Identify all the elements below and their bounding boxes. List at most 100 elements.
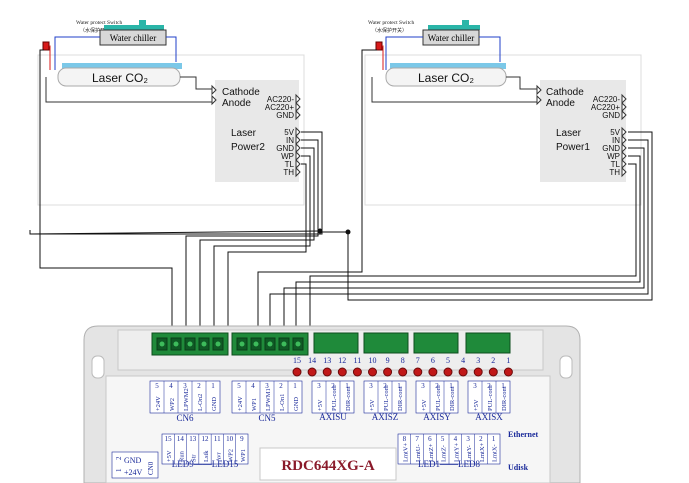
right-power-supply [540, 80, 626, 182]
psu-pin-label: GND [276, 111, 294, 120]
wire-left-bus [29, 230, 321, 235]
led_right-pin-num: 6 [428, 435, 432, 443]
left-psu-name-1: Laser [231, 128, 257, 139]
axisz-label-block [363, 380, 407, 414]
udisk-label: Udisk [508, 463, 529, 472]
cn5-pin-label: +24V [237, 396, 244, 411]
cn6-pin-num: 3 [183, 382, 187, 390]
wire-right-tl [309, 163, 637, 340]
right-laser-system: Water protect Switch （水保护开关） Water chill… [364, 20, 642, 206]
cn5-pin-num: 3 [265, 382, 269, 390]
led_right-pin-num: 5 [441, 435, 445, 443]
cn5-pin-num: 2 [279, 382, 283, 390]
led_left-title: LED9——LED15 [172, 459, 239, 469]
left-cathode-terminal [211, 84, 217, 96]
psu-pin-label: WP [607, 152, 620, 161]
terminal-screw-head [281, 341, 287, 347]
led_right-pin-label: LmtX- [492, 444, 499, 462]
wire-right-wp [257, 49, 377, 340]
axisu-pin-num: 3 [317, 382, 321, 390]
led_right-pin-label: LmtX+ [479, 442, 486, 462]
wire-right-gnd [283, 147, 645, 340]
led_right-pin-label: LmtV+ [402, 442, 409, 462]
cn5-pin-num: 4 [251, 382, 255, 390]
axisz-title: AXISZ [372, 412, 399, 422]
axisu-title: AXISU [319, 412, 347, 422]
psu-terminal [295, 134, 301, 146]
status-led [322, 367, 332, 377]
status-led [443, 367, 453, 377]
left-psu-cathode: Cathode [222, 87, 260, 98]
axisx-label-block [467, 380, 511, 414]
psu-pin-label: IN [612, 136, 620, 145]
psu-pin-label: TH [283, 168, 294, 177]
cn5-label-block [231, 380, 303, 414]
panel-labels: 5+24V4WP23LPWM22L-On21GNDCN65+24V4WP13LP… [111, 380, 511, 479]
led_right-pin-label: LmtY- [466, 445, 473, 462]
psu-pin-label: IN [286, 136, 294, 145]
led_left-pin-label: Run [178, 450, 185, 462]
psu-terminal [295, 150, 301, 162]
pin-number: 5 [446, 356, 450, 365]
left-water-line-red [49, 45, 51, 70]
psu-pin-label: AC220+ [265, 103, 294, 112]
left-tube-label: Laser CO₂ [92, 71, 148, 85]
psu-pin-label: TL [611, 160, 621, 169]
cn6-pin-num: 2 [197, 382, 201, 390]
axisz-pin-num: 3 [369, 382, 373, 390]
axisy-pin-label: +5V [421, 399, 428, 411]
left-psu-ac-pins: AC220-AC220+GND [265, 93, 301, 121]
board-mount-hole-left [91, 355, 105, 379]
power-label-block [111, 451, 159, 479]
cn6-pin-label: +24V [155, 396, 162, 411]
wire-right-in [269, 139, 649, 340]
power-pin-label: GND [124, 456, 142, 465]
led_right-pin-label: LmtU- [415, 444, 422, 462]
status-led [352, 367, 362, 377]
cn5-pin-label: LPWM1 [265, 388, 272, 411]
axisy-pin-label: PUL-com [435, 385, 442, 411]
led_left-pin-label: Str [191, 454, 198, 462]
pin-number: 7 [416, 356, 420, 365]
led_right-pin-num: 4 [454, 435, 458, 443]
wire-left-5v [29, 131, 323, 235]
left-chiller-label: Water chiller [110, 33, 157, 43]
right-cathode-terminal [536, 84, 542, 96]
wire-left-wp-psu [213, 155, 311, 340]
led_left-pin-label: +5V [166, 450, 173, 462]
axisu-pin-num: 1 [345, 382, 349, 390]
left-psu-anode: Anode [222, 98, 251, 109]
led_left-pin-num: 10 [226, 435, 234, 443]
psu-terminal [621, 93, 627, 105]
cn5-pin-num: 1 [293, 382, 297, 390]
psu-pin-label: AC220- [593, 95, 620, 104]
wire-left-gnd [199, 147, 315, 340]
pin-number: 8 [401, 356, 405, 365]
psu-pin-label: 5V [284, 128, 294, 137]
axisy-connector [413, 332, 459, 354]
terminal-screw-head [159, 341, 165, 347]
right-tube-top [390, 63, 506, 69]
cn5-pin-num: 5 [237, 382, 241, 390]
psu-pin-label: TH [609, 168, 620, 177]
psu-terminal [295, 109, 301, 121]
left-water-protect-label: Water protect Switch [76, 20, 123, 26]
left-laser-system: Water protect Switch （水保护开关） Water chill… [37, 20, 305, 206]
power-pin-num: 2 [115, 456, 123, 460]
psu-terminal [295, 126, 301, 138]
axisx-title: AXISX [475, 412, 503, 422]
led_left-pin-label: Avr [215, 452, 222, 462]
led_left-pin-num: 12 [202, 435, 210, 443]
pin-number: 6 [431, 356, 435, 365]
ethernet-label: Ethernet [508, 430, 539, 439]
axisx-pin-num: 3 [473, 382, 477, 390]
terminal-screw-head [173, 341, 179, 347]
axisz-pin-num: 1 [397, 382, 401, 390]
cn6-pin-label: L-On2 [197, 394, 204, 411]
status-led [292, 367, 302, 377]
cn5-pin-label: L-On1 [279, 394, 286, 411]
axisy-title: AXISY [423, 412, 451, 422]
right-psu-cathode: Cathode [546, 87, 584, 98]
